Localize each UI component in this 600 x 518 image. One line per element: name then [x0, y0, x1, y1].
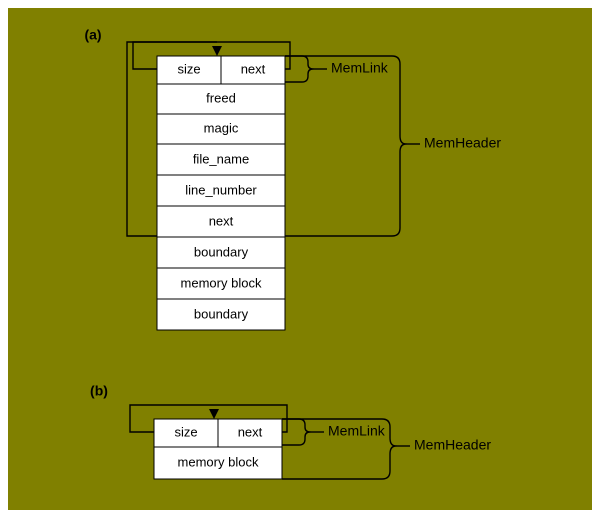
part-a-cell-memory-block	[156, 267, 286, 300]
part-a-cell-boundary-0	[156, 236, 286, 269]
part-a-memheader-label: MemHeader	[424, 135, 501, 151]
part-b-memheader-label: MemHeader	[414, 437, 491, 453]
part-b-arrow-icon	[209, 409, 219, 419]
part-b-label-next: next	[238, 424, 263, 439]
part-a-label-file-name: file_name	[193, 151, 249, 166]
part-a-label-next-1: next	[209, 213, 234, 228]
part-a-label-line-number: line_number	[185, 182, 257, 197]
part-b-cell-size	[153, 418, 219, 448]
part-a-label-memory-block: memory block	[181, 275, 262, 290]
part-a-memheader-next-loop	[126, 41, 217, 237]
part-a-cell-file-name	[156, 143, 286, 176]
part-a-group: (a) size next freed magic file_name line…	[84, 27, 501, 331]
part-a-cell-next-0	[220, 55, 286, 85]
part-b-cell-memory-block	[153, 446, 283, 480]
part-b-label-size: size	[174, 424, 197, 439]
part-b-label-memory-block: memory block	[178, 454, 259, 469]
part-a-label-freed: freed	[206, 90, 236, 105]
part-a-memlink-label: MemLink	[331, 60, 389, 76]
part-a-label-boundary-0: boundary	[194, 244, 249, 259]
part-a-label-boundary-1: boundary	[194, 306, 249, 321]
part-b-cell-next	[217, 418, 283, 448]
part-b-memlink-loop-left	[129, 404, 154, 433]
diagram-background	[8, 8, 592, 510]
part-b-label: (b)	[90, 383, 108, 399]
part-a-label: (a)	[84, 27, 101, 43]
part-a-label-size: size	[177, 61, 200, 76]
part-a-arrow-icon	[212, 46, 222, 56]
part-b-group: (b) size next memory block MemLink MemHe…	[90, 383, 491, 480]
part-a-label-next-0: next	[241, 61, 266, 76]
part-b-memlink-label: MemLink	[328, 423, 386, 439]
part-a-label-magic: magic	[204, 120, 239, 135]
part-a-cell-boundary-1	[156, 298, 286, 331]
